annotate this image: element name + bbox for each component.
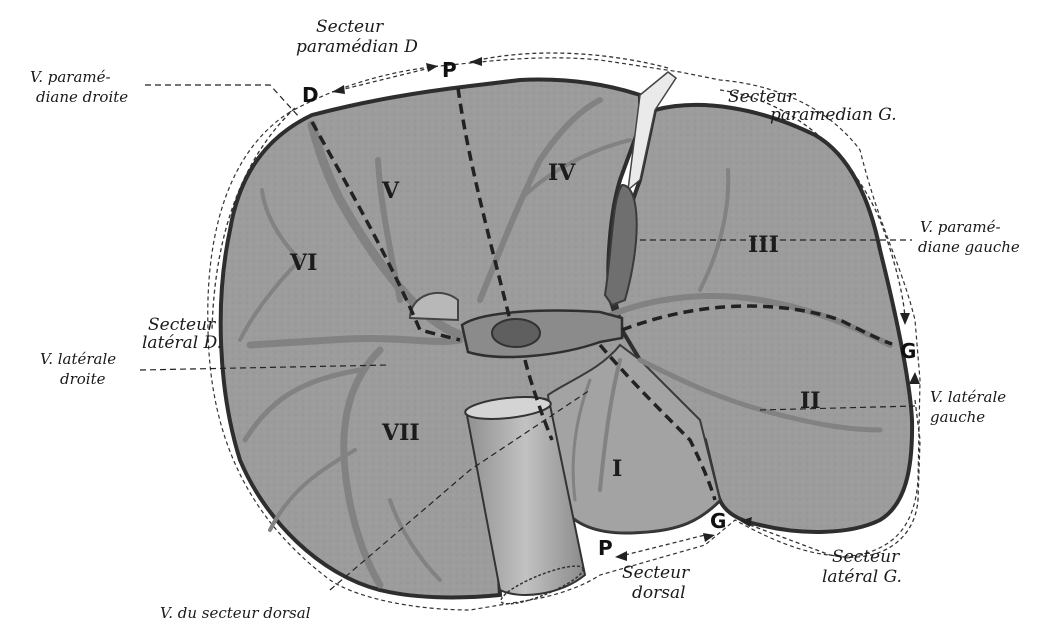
- svg-text:Secteur: Secteur: [728, 87, 796, 107]
- svg-text:diane gauche: diane gauche: [918, 238, 1020, 256]
- letter-d-top: D: [302, 83, 319, 107]
- svg-text:droite: droite: [60, 370, 106, 388]
- svg-text:latéral G.: latéral G.: [822, 567, 902, 587]
- label-v-laterale-gauche: V. latérale gauche: [930, 388, 1006, 426]
- svg-text:paramedian G.: paramedian G.: [770, 105, 897, 125]
- segment-vii-label: VII: [381, 420, 420, 446]
- svg-text:V. paramé-: V. paramé-: [30, 68, 111, 86]
- svg-text:Secteur: Secteur: [148, 315, 216, 335]
- svg-text:V. latérale: V. latérale: [930, 388, 1006, 406]
- segment-iii-label: III: [748, 232, 779, 258]
- label-v-paramediane-droite: V. paramé- diane droite: [30, 68, 128, 106]
- label-v-secteur-dorsal: V. du secteur dorsal: [160, 604, 311, 622]
- svg-text:Secteur: Secteur: [622, 563, 690, 583]
- segment-v-label: V: [381, 178, 400, 204]
- segment-ii-label: II: [800, 388, 821, 414]
- svg-text:Secteur: Secteur: [316, 17, 384, 37]
- svg-text:diane droite: diane droite: [36, 88, 128, 106]
- label-secteur-dorsal: Secteur dorsal: [622, 563, 690, 603]
- portal-vein-section: [492, 319, 540, 347]
- svg-text:dorsal: dorsal: [632, 583, 686, 603]
- svg-text:V. paramé-: V. paramé-: [920, 218, 1001, 236]
- svg-text:gauche: gauche: [930, 408, 985, 426]
- label-secteur-lateral-g: Secteur latéral G.: [822, 547, 902, 587]
- segment-i-label: I: [612, 456, 622, 482]
- svg-text:Secteur: Secteur: [832, 547, 900, 567]
- label-v-paramediane-gauche: V. paramé- diane gauche: [918, 218, 1020, 256]
- svg-text:V. latérale: V. latérale: [40, 350, 116, 368]
- letter-p-bottom: P: [598, 536, 613, 560]
- letter-g-bottom: G: [710, 509, 726, 533]
- segment-iv-label: IV: [548, 160, 576, 186]
- svg-text:latéral D.: latéral D.: [142, 333, 222, 353]
- letter-p-top: P: [442, 58, 457, 82]
- segment-vi-label: VI: [289, 250, 317, 276]
- svg-text:paramédian D: paramédian D: [296, 37, 418, 57]
- label-secteur-lateral-d: Secteur latéral D.: [142, 315, 222, 353]
- letter-g-right: G: [900, 339, 916, 363]
- label-secteur-paramedian-d: Secteur paramédian D: [296, 17, 418, 57]
- label-v-laterale-droite: V. latérale droite: [40, 350, 116, 388]
